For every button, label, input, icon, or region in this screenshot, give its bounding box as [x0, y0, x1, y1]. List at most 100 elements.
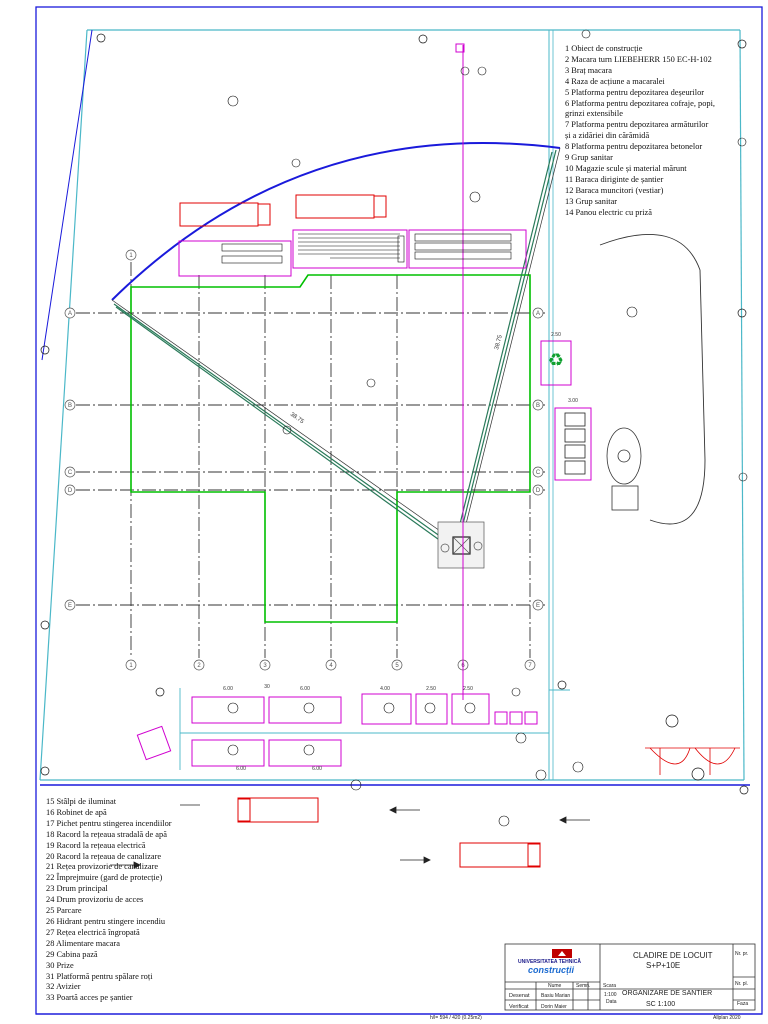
axis-bubbles: A A B B C C D D E E 1 1 2 3 4 5 6 7	[64, 249, 544, 671]
legend-entry: 3 Braț macara	[565, 65, 612, 75]
nr-pr: Nr. pr.	[735, 951, 749, 957]
legend-entry: 25 Parcare	[46, 906, 82, 916]
col-name: Nume	[548, 983, 562, 989]
truck-1	[179, 202, 259, 227]
axis-label-3: 3	[263, 663, 267, 669]
axis-label-d-left: D	[68, 488, 73, 494]
road-arrows	[110, 804, 590, 869]
dim-barrack-3: 6.00	[236, 766, 246, 772]
legend-entry: grinzi extensibile	[565, 109, 623, 119]
axis-label-e-left: E	[68, 603, 72, 609]
legend-entry: 31 Platformă pentru spălare roți	[46, 971, 153, 981]
sanitary-group	[554, 407, 592, 481]
structural-grid	[76, 262, 545, 658]
footer-format: h/l= 594 / 420 (0.25m2)	[430, 1015, 482, 1021]
dim-barrack-4: 6.00	[312, 766, 322, 772]
legend-entry: 15 Stâlpi de iluminat	[46, 797, 117, 806]
axis-label-a-right: A	[536, 311, 540, 317]
recycle-icon: ♻	[548, 350, 564, 371]
project-levels: S+P+10E	[646, 961, 681, 970]
legend-entry: 1 Obiect de construcție	[565, 44, 643, 53]
col-sign: Semn.	[576, 983, 591, 989]
axis-label-2: 2	[197, 663, 201, 669]
axis-label-1: 1	[129, 663, 133, 669]
legend-entry: 29 Cabina pază	[46, 949, 98, 959]
checked-by: Dorin Maier	[541, 1004, 567, 1010]
site-fence	[39, 29, 745, 781]
legend-entry: 24 Drum provizoriu de acces	[46, 895, 144, 905]
legend-entry: 30 Prize	[46, 960, 74, 970]
axis-label-1-top: 1	[129, 253, 133, 259]
vehicles	[179, 194, 541, 868]
crane-radius-dimension-2: 38.75	[494, 334, 504, 351]
axis-label-a-left: A	[68, 311, 72, 317]
legend-entry: 10 Magazie scule și material mărunt	[565, 163, 687, 173]
dim-barrack-1: 6.00	[223, 686, 233, 692]
legend-entry: 14 Panou electric cu priză	[565, 207, 652, 217]
legend-entry: 23 Drum principal	[46, 884, 108, 894]
faza: Faza	[737, 1001, 749, 1007]
dim-toilet-2: 2.50	[463, 686, 473, 692]
project-title: CLADIRE DE LOCUIT	[633, 951, 713, 960]
legend-entry: 28 Alimentare macara	[46, 938, 120, 948]
title-block	[504, 943, 756, 1011]
drawing-title: ORGANIZARE DE SANTIER	[622, 990, 713, 997]
callout-bubbles	[227, 29, 748, 827]
legend-entry: 17 Pichet pentru stingerea incendiilor	[46, 818, 172, 828]
recycle-container	[540, 340, 572, 386]
axis-label-d-right: D	[536, 488, 541, 494]
nr-pl: Nr. pl.	[735, 981, 749, 987]
col-scale: Scara	[603, 983, 617, 989]
crane-radius-dimension-1: 38.75	[289, 412, 305, 426]
legend-entry: 7 Platforma pentru depozitarea armăturil…	[565, 120, 709, 130]
dim-storage: 4.00	[380, 686, 390, 692]
light-poles	[40, 33, 749, 795]
axis-bubble-a-right	[532, 307, 544, 319]
axis-label-b-left: B	[68, 403, 72, 409]
legend-entry: și a zidăriei din cărămidă	[565, 131, 650, 141]
university-logo-mark	[558, 951, 566, 956]
axis-label-7: 7	[528, 663, 532, 669]
legend-entry: 5 Platforma pentru depozitarea deșeurilo…	[565, 87, 705, 97]
legend-entry: 21 Rețea provizorie de canalizare	[46, 862, 159, 872]
legend-entry: 26 Hidrant pentru stingere incendiu	[46, 916, 166, 926]
storage-platforms	[178, 229, 527, 277]
axis-label-4: 4	[329, 663, 333, 669]
legend-entry: 19 Racord la rețeaua electrică	[46, 840, 146, 850]
col-date: Data	[606, 999, 617, 1005]
concrete-mixer-truck	[606, 427, 642, 511]
dim-barrack-2: 6.00	[300, 686, 310, 692]
truck-2	[295, 194, 375, 219]
dim-sanitary-width: 3.00	[568, 398, 578, 404]
legend-entry: 8 Platforma pentru depozitarea betonelor	[565, 142, 703, 152]
crane-radius-arc	[111, 142, 561, 301]
site-barracks	[191, 693, 538, 767]
drawing-scale: SC 1:100	[646, 1001, 676, 1008]
legend-entry: 16 Robinet de apă	[46, 807, 107, 817]
axis-label-c-left: C	[68, 470, 73, 476]
axis-label-c-right: C	[536, 470, 541, 476]
legend-entry: 27 Rețea electrică îngropată	[46, 927, 140, 937]
site-gate	[645, 747, 740, 775]
waste-platform	[178, 240, 292, 277]
fence-edge	[41, 29, 93, 361]
legend-entry: 32 Avizier	[46, 982, 81, 992]
dim-container-width: 2.50	[551, 332, 561, 338]
guard-cabin	[136, 725, 172, 761]
axis-label-5: 5	[395, 663, 399, 669]
row-checked: Verificat	[509, 1004, 529, 1010]
legend-entry: 2 Macara turn LIEBEHERR 150 EC-H-102	[565, 54, 712, 64]
scale-value: 1:100	[604, 992, 617, 998]
legend-entry: 22 Împrejmuire (gard de protecție)	[46, 873, 163, 883]
access-road-curve	[599, 233, 706, 525]
axis-label-e-right: E	[536, 603, 540, 609]
dim-gap: 30	[264, 684, 270, 690]
legend-entry: 4 Raza de acțiune a macaralei	[565, 76, 665, 86]
dim-toilet-1: 2.50	[426, 686, 436, 692]
legend-entry: 9 Grup sanitar	[565, 153, 613, 163]
formwork-platform	[292, 229, 408, 269]
legend-entry: 11 Baraca diriginte de șantier	[565, 174, 664, 184]
